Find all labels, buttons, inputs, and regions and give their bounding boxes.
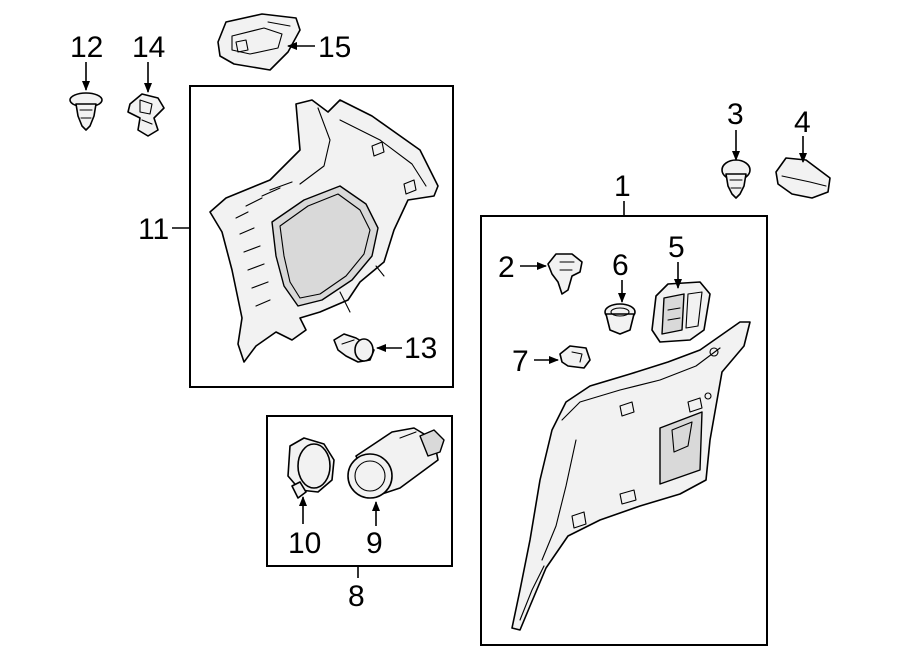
callout-4: 4 — [794, 106, 811, 139]
part-1-quarter-trim-panel — [511, 321, 751, 631]
callout-7: 7 — [512, 345, 529, 378]
callout-1: 1 — [614, 170, 631, 203]
callout-2: 2 — [498, 251, 515, 284]
part-9-power-outlet — [347, 427, 445, 499]
callout-13: 13 — [404, 332, 437, 365]
part-11-quarter-trim-panel — [209, 99, 439, 363]
callout-6: 6 — [612, 249, 629, 282]
part-6-grommet — [604, 303, 636, 335]
group-box-11 — [189, 85, 454, 388]
callout-11: 11 — [138, 213, 169, 246]
callout-15: 15 — [318, 31, 351, 64]
callout-10: 10 — [288, 527, 321, 560]
part-14-retainer-clip — [127, 93, 165, 137]
callout-9: 9 — [366, 527, 383, 560]
callout-3: 3 — [727, 98, 744, 131]
part-13-clip — [333, 333, 375, 363]
callout-14: 14 — [132, 31, 165, 64]
part-3-push-pin — [721, 159, 751, 199]
part-5-switch-panel — [651, 281, 711, 343]
group-box-8 — [266, 415, 453, 567]
callout-12: 12 — [70, 31, 103, 64]
part-7-hook-clip — [559, 345, 591, 369]
callout-5: 5 — [668, 231, 685, 264]
part-2-push-clip — [547, 253, 583, 295]
part-15-bracket — [217, 13, 301, 71]
callout-8: 8 — [348, 580, 365, 613]
part-12-push-pin — [69, 92, 103, 131]
part-4-cover-cap — [775, 157, 831, 199]
part-10-outlet-cover — [287, 437, 335, 499]
